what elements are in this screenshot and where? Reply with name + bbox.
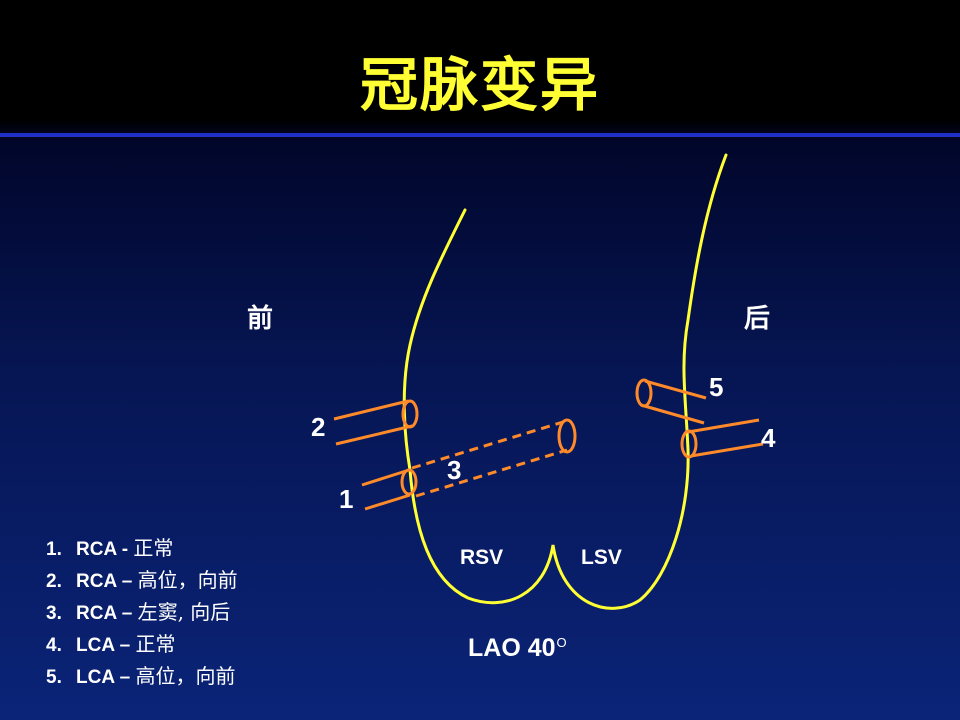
legend-number: 2. (46, 571, 62, 592)
slide-title: 冠脉变异 (359, 51, 600, 119)
legend-item: 5. LCA – 高位，向前 (46, 661, 238, 693)
legend-description: 正常 (133, 536, 174, 560)
view-label: LAO 40O (468, 634, 567, 663)
vessel-4-lca-normal (680, 418, 764, 459)
posterior-label: 后 (744, 304, 771, 334)
anterior-label: 前 (247, 304, 274, 334)
marker-2: 2 (311, 412, 326, 442)
vessel-5-lca-high (635, 378, 707, 425)
legend-artery: LCA – (76, 667, 136, 688)
legend-number: 5. (46, 667, 62, 688)
rsv-label: RSV (460, 546, 504, 569)
legend-artery: RCA – (76, 571, 138, 592)
legend-item: 1. RCA - 正常 (46, 533, 238, 565)
legend-number: 3. (46, 603, 62, 624)
marker-3: 3 (447, 455, 462, 485)
legend-number: 4. (46, 635, 62, 656)
marker-1: 1 (339, 484, 354, 514)
legend-artery: RCA – (76, 603, 138, 624)
legend-number: 1. (46, 539, 62, 560)
legend-description: 高位，向前 (135, 664, 236, 688)
aortic-root-outline (402, 153, 728, 610)
legend-description: 左窦, 向后 (137, 600, 231, 624)
vessel-3-rca-left-sinus (411, 418, 577, 498)
marker-4: 4 (761, 423, 776, 453)
legend-artery: RCA - (76, 539, 134, 560)
legend-item: 3. RCA – 左窦, 向后 (46, 597, 238, 629)
vessel-1-rca-normal (361, 468, 418, 511)
lsv-label: LSV (581, 546, 622, 569)
degree-symbol: O (556, 634, 567, 650)
legend-description: 高位，向前 (137, 568, 238, 592)
legend-artery: LCA – (76, 635, 136, 656)
title-divider (0, 133, 960, 137)
legend-item: 4. LCA – 正常 (46, 629, 238, 661)
legend-item: 2. RCA – 高位，向前 (46, 565, 238, 597)
variant-legend: 1.RCA - 正常 2.RCA – 高位，向前 3.RCA – 左窦, 向后 … (46, 533, 238, 693)
legend-description: 正常 (135, 632, 176, 656)
marker-5: 5 (709, 372, 724, 402)
view-angle-text: LAO 40 (468, 634, 556, 662)
vessel-2-rca-high (333, 399, 419, 446)
